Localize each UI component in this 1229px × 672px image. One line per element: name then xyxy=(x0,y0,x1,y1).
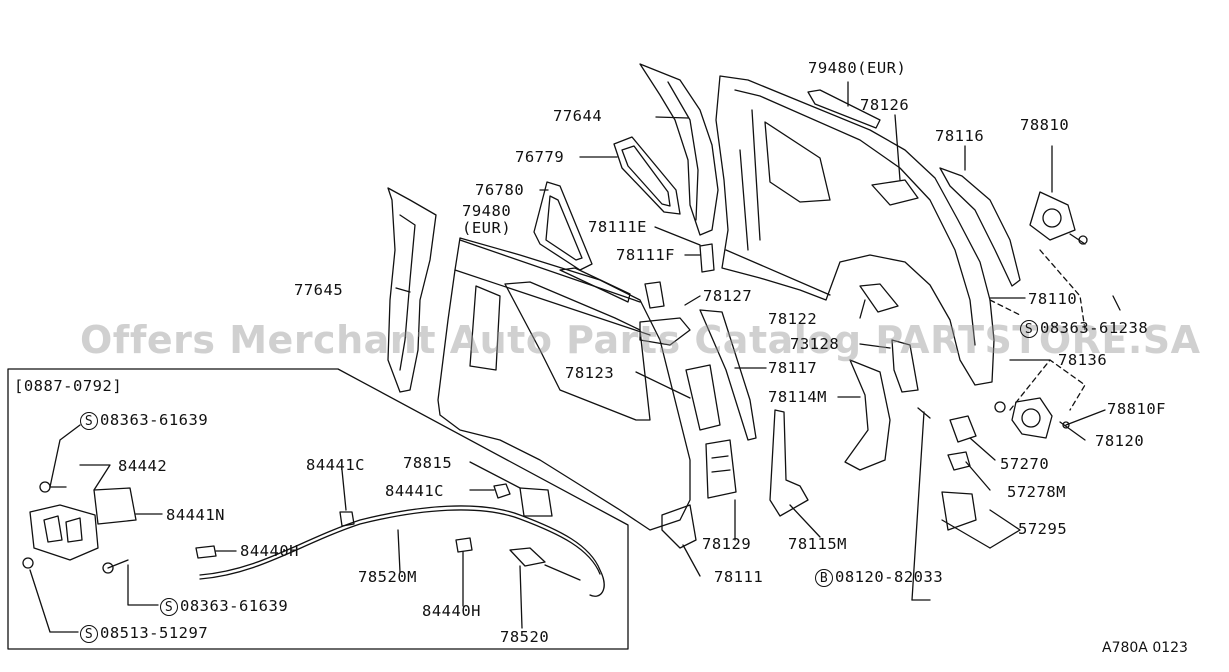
side-window-opening xyxy=(504,281,651,421)
bracket-57270 xyxy=(949,415,977,443)
bracket-84441n xyxy=(93,487,137,525)
piece-78111f xyxy=(644,281,665,309)
label-84441c-b: 84441C xyxy=(385,482,444,500)
label-78810f: 78810F xyxy=(1107,400,1166,418)
bracket-57295 xyxy=(941,491,977,531)
quarter-panel-inner xyxy=(734,89,976,346)
bracket-78127 xyxy=(639,317,691,346)
label-57278m: 57278M xyxy=(1007,483,1066,501)
pillar-77645 xyxy=(387,187,437,393)
strip-78117 xyxy=(699,309,757,441)
label-84442: 84442 xyxy=(118,457,168,475)
panel-78116 xyxy=(939,167,1021,287)
label-76779: 76779 xyxy=(515,148,565,166)
label-73128: 73128 xyxy=(790,335,840,353)
diagram-code: A780A 0123 xyxy=(1102,640,1188,656)
panel-78115m xyxy=(769,409,809,517)
label-78136: 78136 xyxy=(1058,351,1108,369)
clip-84441c xyxy=(339,511,355,527)
label-78114m: 78114M xyxy=(768,388,827,406)
housing-78120 xyxy=(1011,397,1053,439)
label-84440h-b: 84440H xyxy=(422,602,481,620)
quarter-panel-outer xyxy=(715,75,995,386)
window-76779 xyxy=(613,136,681,215)
panel-78111 xyxy=(661,504,697,549)
label-79480: 79480 xyxy=(462,202,512,220)
s-prefix-icon: S xyxy=(1020,319,1038,338)
panel-78114m xyxy=(844,359,891,471)
clip-84440h-b xyxy=(455,537,473,553)
lid-78815 xyxy=(519,487,553,517)
label-78116: 78116 xyxy=(935,127,985,145)
label-78520: 78520 xyxy=(500,628,550,646)
lid-78810 xyxy=(1029,191,1076,241)
label-77645: 77645 xyxy=(294,281,344,299)
label-78123: 78123 xyxy=(565,364,615,382)
label-76780: 76780 xyxy=(475,181,525,199)
s-prefix-icon: S xyxy=(160,597,178,616)
label-79480-eur: 79480(EUR) xyxy=(808,59,907,77)
label-78520m: 78520M xyxy=(358,568,417,586)
label-77644: 77644 xyxy=(553,107,603,125)
label-78810: 78810 xyxy=(1020,116,1070,134)
label-78111e: 78111E xyxy=(588,218,647,236)
label-78110: 78110 xyxy=(1028,290,1078,308)
b-prefix-icon: B xyxy=(815,568,833,587)
watermark: Offers Merchant Auto Parts Catalog PARTS… xyxy=(80,318,1201,362)
label-84441n: 84441N xyxy=(166,506,225,524)
bracket-57278m xyxy=(947,451,971,471)
label-78122: 78122 xyxy=(768,310,818,328)
handle-84442 xyxy=(29,504,99,561)
label-84441c-a: 84441C xyxy=(306,456,365,474)
plate-78122 xyxy=(859,283,899,313)
s-prefix-icon: S xyxy=(80,624,98,643)
bracket-73128 xyxy=(891,339,919,393)
label-84440h-a: 84440H xyxy=(240,542,299,560)
label-79480-sub: (EUR) xyxy=(462,219,512,237)
fuel-lid-area xyxy=(871,179,919,206)
label-78111: 78111 xyxy=(714,568,764,586)
lever-78520 xyxy=(509,547,546,567)
clip-84440h xyxy=(195,545,217,559)
inset-date-range: [0887-0792] xyxy=(14,377,123,395)
label-78111f: 78111F xyxy=(616,246,675,264)
s-prefix-icon: S xyxy=(80,411,98,430)
quarter-panel-window xyxy=(764,121,831,203)
side-panel-outer xyxy=(437,237,691,531)
label-78115m: 78115M xyxy=(788,535,847,553)
strip-79480-top xyxy=(807,89,881,129)
pillar-77644 xyxy=(639,63,719,236)
release-cable xyxy=(199,505,605,597)
clip-84441c-b xyxy=(493,483,511,499)
label-57295: 57295 xyxy=(1018,520,1068,538)
reinforcement-78123 xyxy=(685,364,721,431)
inset-box xyxy=(7,368,629,650)
label-78129: 78129 xyxy=(702,535,752,553)
panel-78129 xyxy=(705,439,737,499)
label-78126: 78126 xyxy=(860,96,910,114)
label-78117: 78117 xyxy=(768,359,818,377)
label-57270: 57270 xyxy=(1000,455,1050,473)
window-76780 xyxy=(533,181,593,271)
label-78127: 78127 xyxy=(703,287,753,305)
label-78815: 78815 xyxy=(403,454,453,472)
label-78120: 78120 xyxy=(1095,432,1145,450)
piece-78111e xyxy=(699,243,715,273)
